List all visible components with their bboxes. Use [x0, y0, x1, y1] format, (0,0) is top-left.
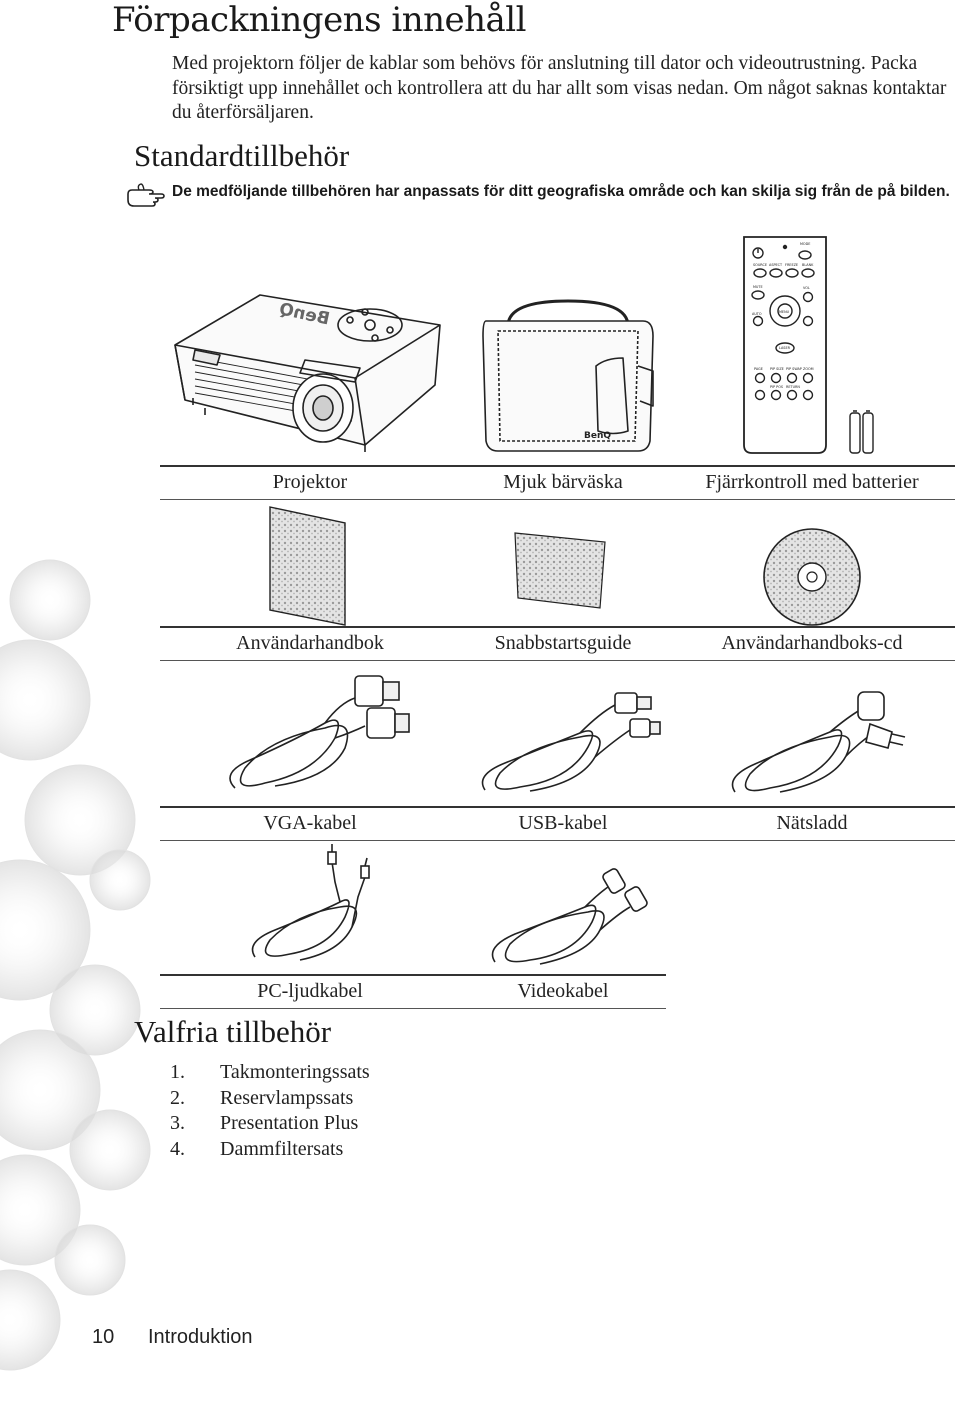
remote-page-label: PAGE — [754, 367, 763, 371]
caption-user-manual-cd: Användarhandboks-cd — [721, 632, 903, 654]
remote-laser-label: LASER — [779, 346, 791, 350]
carrying-case-illustration: BenQ — [482, 299, 654, 452]
projector-illustration: BenQ — [174, 294, 441, 452]
standard-accessories-heading: Standardtillbehör — [134, 138, 350, 173]
caption-row-3: VGA-kabel USB-kabel Nätsladd — [160, 806, 955, 841]
remote-freeze-label: FREEZE — [785, 263, 798, 267]
quick-start-guide-illustration — [514, 532, 606, 609]
intro-paragraph: Med projektorn följer de kablar som behö… — [172, 53, 947, 123]
remote-pip-pos-label: PIP POS — [770, 385, 783, 389]
user-manual-illustration — [269, 506, 346, 626]
remote-aspect-label: ASPECT — [769, 263, 783, 267]
remote-mode-label: MODE — [800, 242, 810, 246]
caption-row-4: PC-ljudkabel Videokabel — [160, 974, 666, 1009]
video-cable-illustration — [491, 868, 648, 965]
caption-row-2: Användarhandbok Snabbstartsguide Använda… — [160, 626, 955, 661]
remote-vol-label: VOL — [803, 286, 810, 290]
user-manual-cd-illustration — [763, 528, 861, 626]
page-number: 10 — [92, 1326, 115, 1348]
section-label: Introduktion — [148, 1326, 253, 1348]
remote-mute-label: MUTE — [753, 285, 763, 289]
caption-power-cord: Nätsladd — [776, 812, 848, 834]
optional-accessories-heading: Valfria tillbehör — [134, 1014, 332, 1049]
caption-vga-cable: VGA-kabel — [263, 812, 357, 834]
remote-return-label: RETURN — [786, 385, 800, 389]
remote-pip-swap-label: PIP SWAP — [786, 367, 802, 371]
pc-audio-cable-illustration — [251, 844, 370, 961]
page-title: Förpackningens innehåll — [112, 0, 527, 40]
caption-quick-start-guide: Snabbstartsguide — [494, 632, 632, 654]
usb-cable-illustration — [481, 692, 661, 792]
remote-blank-label: BLANK — [802, 263, 814, 267]
optional-accessories-list: 1.Takmonteringssats 2.Reservlampssats 3.… — [170, 1060, 370, 1162]
pointing-hand-icon — [127, 183, 165, 207]
battery-icons — [849, 410, 874, 454]
caption-pc-audio-cable: PC-ljudkabel — [257, 980, 363, 1002]
remote-auto-label: AUTO — [752, 312, 762, 316]
list-item: 4.Dammfiltersats — [170, 1137, 344, 1160]
remote-zoom-label: ZOOM — [803, 367, 814, 371]
remote-control-illustration: MODE SOURCE ASPECT FREEZE BLANK MUTE VOL… — [743, 236, 874, 454]
power-cord-illustration — [731, 691, 906, 793]
remote-source-label: SOURCE — [753, 263, 767, 267]
bag-brand-label: BenQ — [584, 431, 611, 441]
caption-row-1: Projektor Mjuk bärväska Fjärrkontroll me… — [160, 465, 955, 500]
remote-menu-label: MENU — [779, 310, 790, 314]
region-note: De medföljande tillbehören har anpassats… — [172, 183, 950, 200]
caption-usb-cable: USB-kabel — [518, 812, 608, 834]
list-item: 3.Presentation Plus — [170, 1112, 359, 1134]
caption-video-cable: Videokabel — [517, 980, 609, 1002]
vga-cable-illustration — [229, 675, 410, 789]
list-item: 1.Takmonteringssats — [170, 1061, 370, 1083]
caption-carrying-case: Mjuk bärväska — [503, 471, 623, 493]
caption-user-manual: Användarhandbok — [236, 632, 384, 654]
caption-projector: Projektor — [272, 471, 348, 493]
list-item: 2.Reservlampssats — [170, 1086, 354, 1109]
remote-pip-size-label: PIP SIZE — [770, 367, 784, 371]
caption-remote-control: Fjärrkontroll med batterier — [705, 471, 919, 493]
